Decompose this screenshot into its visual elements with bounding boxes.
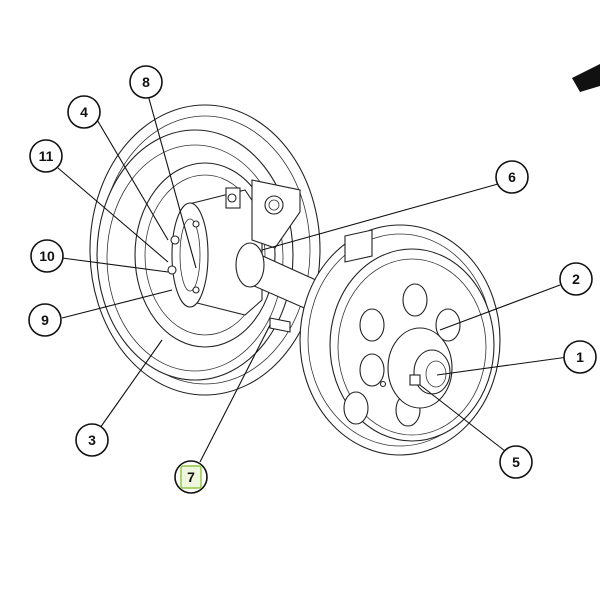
leader-7 (199, 324, 271, 463)
leader-10 (61, 257, 169, 273)
callout-7-highlighted: 7 (174, 460, 208, 494)
callout-2: 2 (559, 262, 593, 296)
front-hub (379, 327, 453, 409)
svg-text:10: 10 (39, 248, 55, 264)
callout-8: 8 (129, 65, 163, 99)
svg-text:7: 7 (187, 469, 195, 485)
callout-11: 11 (29, 139, 63, 173)
svg-text:9: 9 (41, 312, 49, 328)
callout-5: 5 (499, 445, 533, 479)
callout-6: 6 (495, 160, 529, 194)
leader-lines (57, 94, 569, 463)
leader-8 (147, 94, 197, 269)
callout-4: 4 (67, 95, 101, 129)
svg-text:8: 8 (142, 74, 150, 90)
leader-2 (439, 284, 561, 331)
leader-4 (95, 117, 169, 241)
callout-1: 1 (563, 340, 597, 374)
front-bracket (344, 229, 373, 263)
svg-text:3: 3 (88, 432, 96, 448)
mounting-bracket (251, 179, 301, 249)
leader-3 (99, 339, 163, 429)
callout-3: 3 (75, 423, 109, 457)
leader-11 (57, 167, 169, 263)
svg-text:2: 2 (572, 271, 580, 287)
leader-1 (436, 356, 569, 376)
svg-text:4: 4 (80, 104, 88, 120)
callout-10: 10 (30, 239, 64, 273)
leader-9 (61, 289, 173, 319)
callout-9: 9 (28, 303, 62, 337)
corner-tab-mark (572, 64, 600, 92)
leader-6 (261, 183, 499, 251)
svg-text:1: 1 (576, 349, 584, 365)
leader-5 (419, 384, 506, 452)
svg-text:5: 5 (512, 454, 520, 470)
svg-text:11: 11 (39, 148, 54, 164)
svg-text:6: 6 (508, 169, 516, 185)
